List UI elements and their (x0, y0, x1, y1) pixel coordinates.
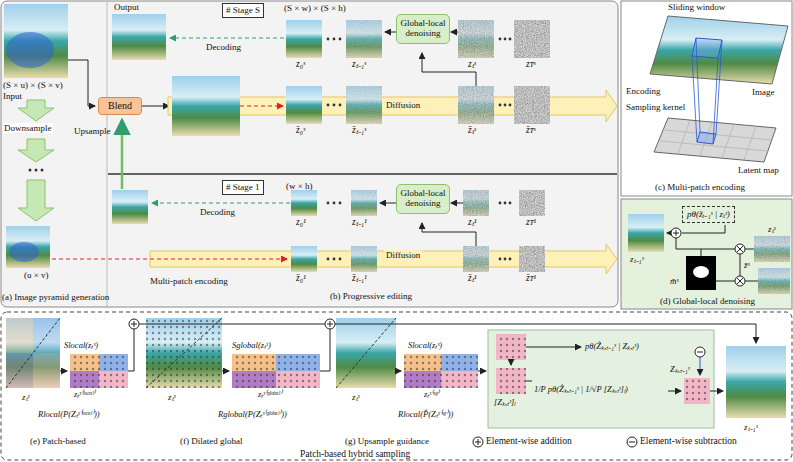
label-text: Latent map (738, 165, 779, 175)
process-box: Global-local denoising (396, 184, 450, 214)
label-text: Upsample (74, 126, 111, 136)
label-text: zₜˢ⁽ˢᵍ⁾ (424, 390, 439, 400)
label-text: zₜˢ (168, 392, 175, 402)
legend-text: Element-wise subtraction (640, 436, 737, 447)
box-text: Global-local denoising (399, 189, 447, 209)
label-text: z̄ₜ₋₁¹ (352, 273, 367, 284)
label-text: Rlocal(P(Zₜˢ⁽ˡᵒᶜᵃˡ⁾)) (38, 410, 100, 420)
label-text: Decoding (200, 207, 235, 217)
process-box: pθ(z̃ₜ₋₁ˢ | zₜˢ) (682, 206, 735, 223)
label-text: zₜˢ (468, 59, 476, 70)
label-text: z̄ˢ (744, 260, 749, 270)
legend-text: Element-wise addition (486, 436, 572, 447)
box-text: # Stage S (226, 4, 260, 17)
label-text: Slocal(zₜˢ) (408, 341, 442, 351)
label-text: zₜ₋₁ˢ (744, 422, 758, 432)
label-text: Image (752, 87, 775, 97)
label-text: Multi-patch encoding (150, 276, 228, 286)
label-text: Decoding (206, 42, 241, 52)
label-text: zₜˢ⁽ˡᵒᶜᵃˡ⁾ (74, 390, 95, 400)
label-text: Diffusion (384, 250, 422, 260)
label-text: z̄ₜˢ (468, 125, 476, 136)
label-text: Encoding (626, 86, 661, 96)
label-text: zₜˢ (768, 224, 775, 234)
label-text: z̄ᴛ¹ (526, 273, 536, 284)
label-text: Patch-based hybrid sampling (300, 449, 410, 460)
label-text: zₜˢ⁽ᵍˡᵒᵇᵃˡ⁾ (258, 390, 282, 400)
label-text: (d) Global-local denoising (660, 296, 755, 306)
label-text: z₀ˢ (296, 59, 305, 70)
label-text: z̄ₜ₋₁ˢ (352, 125, 366, 136)
label-text: Output (114, 2, 139, 12)
label-text: Rglobal(P(Zₜˢ⁽ᵍˡᵒᵇᵃˡ⁾)) (218, 410, 287, 420)
label-text: z̄ₜ¹ (468, 273, 477, 284)
label-text: zₜˢ (22, 392, 29, 402)
label-text: z̄ᴛˢ (526, 125, 535, 136)
label-text: (S × w) × (S × h) (284, 3, 346, 13)
label-text: Sglobal(zₜˢ) (232, 341, 271, 351)
label-text: Slocal(zₜˢ) (64, 341, 98, 351)
label-text: Rlocal(P̂(Zₜˢ⁽ˢᵍ⁾)) (398, 410, 453, 420)
label-text: Sliding window (668, 2, 725, 12)
label-text: Sampling kernel (626, 102, 685, 112)
process-box: Global-local denoising (396, 14, 450, 44)
label-text: (g) Upsample guidance (345, 436, 429, 446)
label-text: zᴛ¹ (526, 217, 536, 228)
label-text: (u × v) (24, 270, 49, 280)
label-text: 1/P pθ(Ẑₖ,ₜ₋₁ˢ | 1/√P [Zₖ,ₜˢ]ₗ) (534, 385, 628, 395)
label-text: Diffusion (384, 100, 422, 110)
label-text: z̄₀¹ (296, 273, 306, 284)
label-text: z₀¹ (296, 217, 306, 228)
box-text: Blend (103, 98, 137, 114)
label-text: zₜ₋₁ˢ (630, 254, 644, 264)
label-text: zᴛˢ (526, 59, 535, 70)
label-text: (c) Multi-patch encoding (655, 182, 745, 192)
label-text: Downsample (3, 123, 53, 133)
label-text: pθ(Ẑₖ,ₜ₋₁ˢ | Zₖ,ₜˢ) (585, 342, 639, 352)
label-text: [Zₖ,ₜˢ]ₗ (494, 398, 515, 408)
label-text: zₜ₋₁¹ (352, 217, 367, 228)
label-text: zₜˢ (352, 392, 359, 402)
box-text: pθ(z̃ₜ₋₁ˢ | zₜˢ) (687, 209, 730, 220)
label-text: (b) Progressive editing (330, 291, 412, 301)
label-text: (a) Image pyramid generation (2, 292, 109, 302)
label-text: m̄ˢ (670, 276, 678, 286)
label-text: (S × u) × (S × v) (3, 80, 63, 90)
box-text: # Stage 1 (226, 181, 260, 194)
box-text: Global-local denoising (399, 19, 447, 39)
label-text: z̄₀ˢ (296, 125, 305, 136)
process-box: # Stage 1 (222, 180, 264, 195)
label-text: Zₖ,ₜ₋₁ˢ (670, 365, 690, 375)
label-text: (f) Dilated global (180, 436, 242, 446)
label-text: (e) Patch-based (30, 436, 86, 446)
label-text: Input (3, 91, 22, 101)
label-text: zₜ₋₁ˢ (352, 59, 366, 70)
process-box: # Stage S (222, 3, 264, 18)
label-text: (w × h) (286, 181, 313, 191)
process-box: Blend (98, 97, 142, 115)
label-text: zₜ¹ (468, 217, 477, 228)
